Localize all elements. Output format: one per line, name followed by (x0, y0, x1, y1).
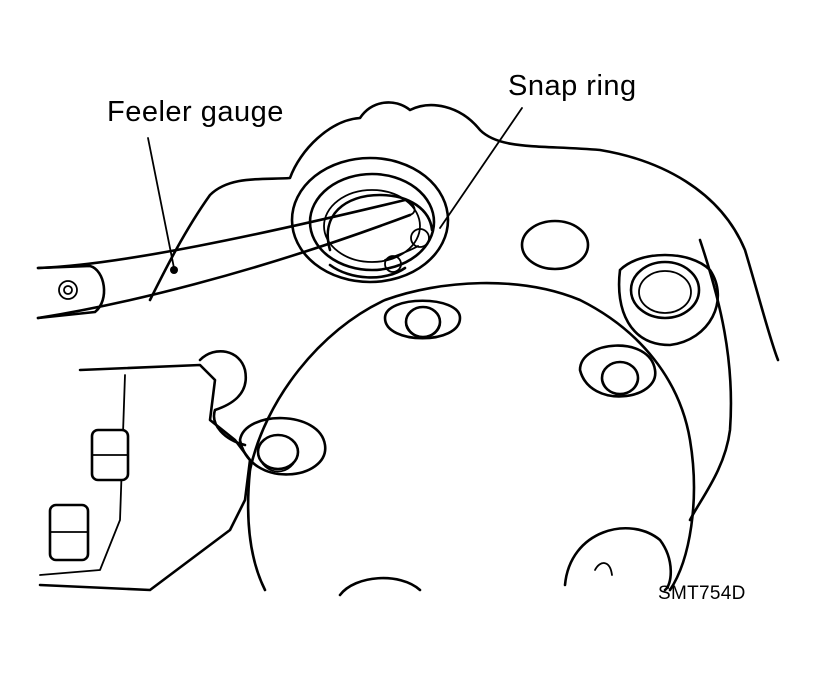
cover-bolt-right (578, 344, 657, 398)
snap-ring-leader (439, 107, 523, 229)
front-cover (248, 281, 696, 592)
lower-opening-right-inner (594, 562, 613, 576)
cover-bolt-top (383, 299, 462, 340)
cover-bolt-left (238, 416, 327, 476)
feeler-gauge-label: Feeler gauge (107, 96, 284, 128)
right-boss (617, 253, 720, 347)
snap-ring (326, 193, 434, 273)
left-bolt-lower (48, 503, 90, 562)
lower-opening-center (338, 576, 422, 597)
front-cover-lower (246, 468, 267, 592)
feeler-gauge-leader (147, 137, 175, 269)
figure-code: SMT754D (658, 583, 746, 604)
housing-right-edge (688, 238, 733, 522)
feeler-gauge-leader-dot (170, 266, 178, 274)
snap-ring-label: Snap ring (508, 70, 637, 102)
housing-outline (148, 101, 780, 362)
lower-opening-right (563, 526, 673, 592)
left-lobe (198, 350, 248, 447)
left-bolt-upper (90, 428, 130, 482)
upper-port (520, 219, 590, 271)
feeler-gauge (36, 198, 416, 320)
